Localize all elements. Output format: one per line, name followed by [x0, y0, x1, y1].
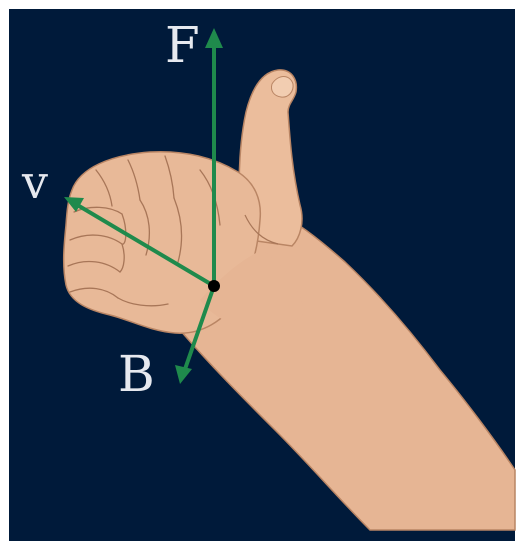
field-label: B — [118, 345, 155, 403]
force-label: F — [165, 16, 200, 74]
origin-dot — [208, 280, 220, 292]
velocity-label: v — [21, 155, 48, 209]
